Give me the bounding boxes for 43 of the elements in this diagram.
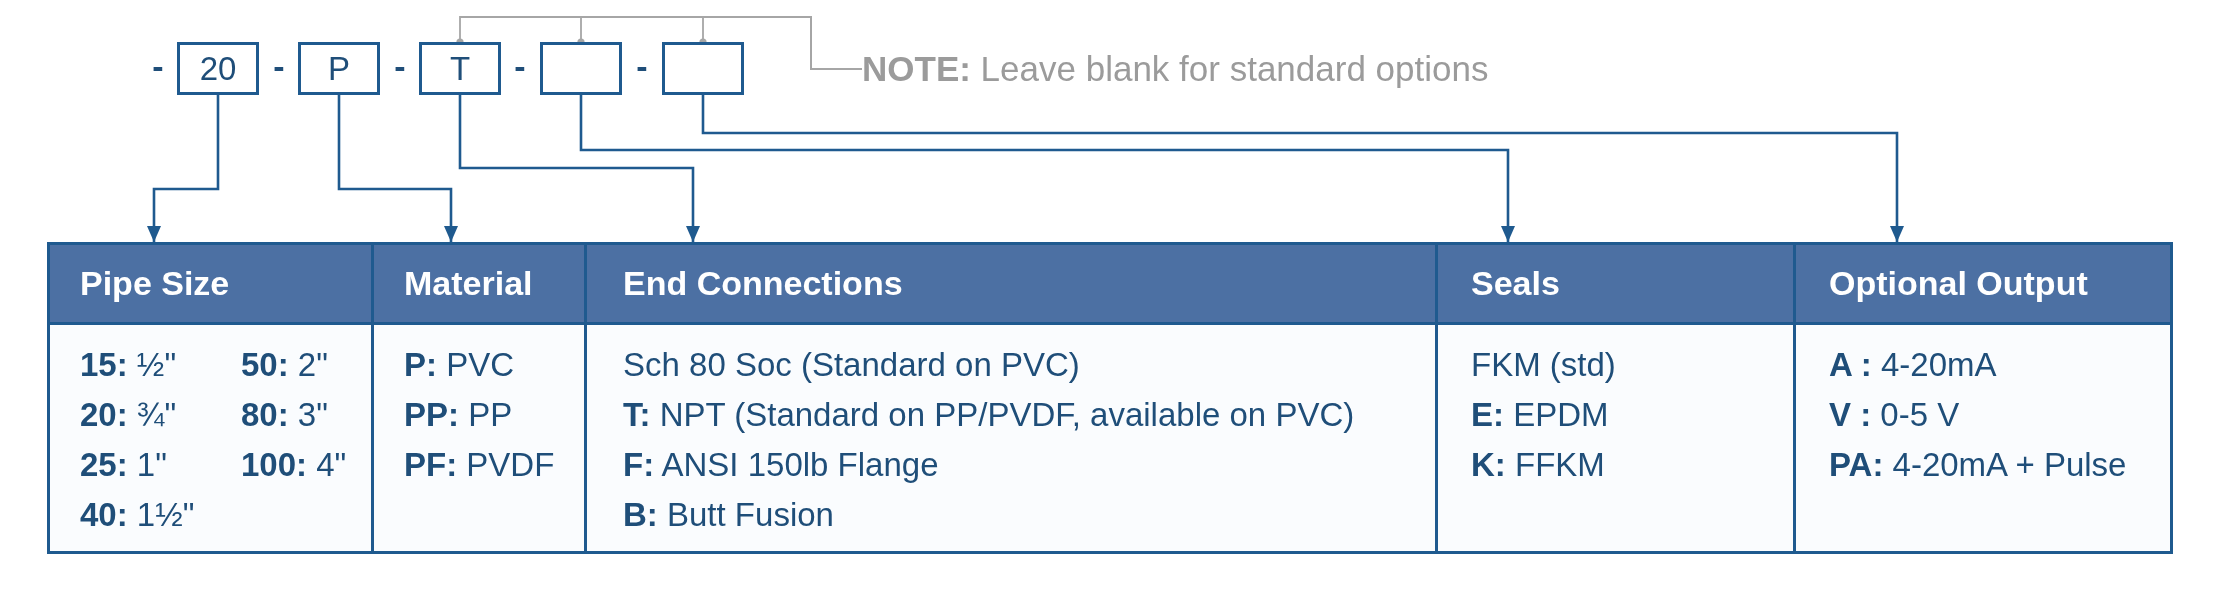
option-entry: PF: PVDF <box>404 445 555 485</box>
option-entry: 50: 2" <box>241 345 328 385</box>
option-entry: PP: PP <box>404 395 513 435</box>
connector-arrow <box>701 95 1904 242</box>
option-entry: 15: ½" <box>80 345 177 385</box>
connector-arrow <box>337 95 458 242</box>
option-entry: F: ANSI 150lb Flange <box>623 445 939 485</box>
option-entry: 100: 4" <box>241 445 347 485</box>
option-entry: Sch 80 Soc (Standard on PVC) <box>623 345 1080 385</box>
option-entry: K: FFKM <box>1471 445 1605 485</box>
separator-dash: - <box>514 49 526 83</box>
column-header: Optional Output <box>1795 245 2170 325</box>
option-entry: 25: 1" <box>80 445 167 485</box>
option-entry: A : 4-20mA <box>1829 345 1997 385</box>
code-segment-box: T <box>419 42 501 95</box>
column-header: Material <box>373 245 584 325</box>
option-entry: P: PVC <box>404 345 515 385</box>
option-entry: 80: 3" <box>241 395 328 435</box>
code-segment-box: P <box>298 42 380 95</box>
option-entry: B: Butt Fusion <box>623 495 834 535</box>
option-entry: 20: ¾" <box>80 395 177 435</box>
connector-arrow <box>147 95 220 242</box>
code-segment-box: 20 <box>177 42 259 95</box>
separator-dash: - <box>152 49 164 83</box>
option-entry: V : 0-5 V <box>1829 395 1960 435</box>
note-text: NOTE: Leave blank for standard options <box>862 49 1489 89</box>
column-header: Seals <box>1437 245 1793 325</box>
separator-dash: - <box>273 49 285 83</box>
option-entry: FKM (std) <box>1471 345 1616 385</box>
separator-dash: - <box>636 49 648 83</box>
column-header: Pipe Size <box>49 245 371 325</box>
connector-arrow <box>579 95 1515 242</box>
option-entry: PA: 4-20mA + Pulse <box>1829 445 2127 485</box>
leader-line <box>699 16 863 70</box>
column-header: End Connections <box>586 245 1435 325</box>
blank-code-box <box>662 42 744 95</box>
option-entry: E: EPDM <box>1471 395 1609 435</box>
table-column <box>46 242 374 554</box>
option-entry: 40: 1½" <box>80 495 195 535</box>
connector-arrow <box>458 95 700 242</box>
separator-dash: - <box>394 49 406 83</box>
option-entry: T: NPT (Standard on PP/PVDF, available on PVC) <box>623 395 1355 435</box>
blank-code-box <box>540 42 622 95</box>
